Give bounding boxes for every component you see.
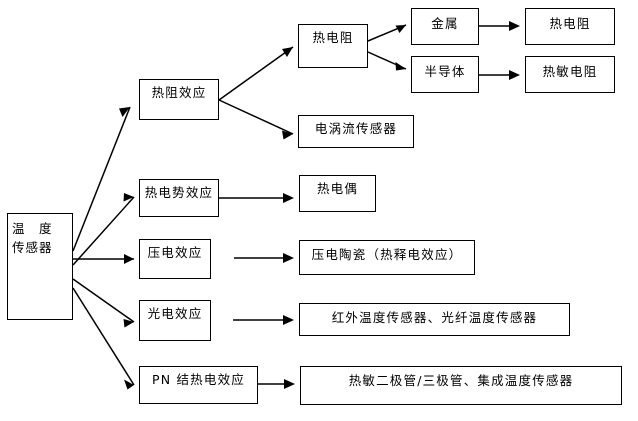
node-metal[interactable]: 金属: [411, 8, 479, 45]
edge-photoelectric-to-optical-sensors: [233, 315, 294, 325]
node-piezoelectric-effect[interactable]: 压电效应: [139, 239, 211, 279]
node-photoelectric-effect[interactable]: 光电效应: [139, 300, 211, 341]
node-label: 温 度 传感器: [12, 221, 53, 255]
node-piezo-ceramic[interactable]: 压电陶瓷（热释电效应）: [299, 240, 475, 275]
node-label: 压电效应: [147, 245, 203, 260]
node-label: 金属: [431, 16, 459, 31]
node-label: 电涡流传感器: [314, 121, 398, 136]
node-label: PN 结热电效应: [152, 372, 245, 387]
edge-thermal-resistance-to-rtd: [218, 46, 294, 101]
node-label: 热敏二极管/三极管、集成温度传感器: [348, 373, 574, 388]
edge-thermo-emf-to-thermocouple: [219, 193, 294, 203]
node-pn-thermoelectric-effect[interactable]: PN 结热电效应: [139, 366, 258, 404]
node-thermo-emf-effect[interactable]: 热电势效应: [139, 179, 219, 217]
edge-semiconductor-to-thermistor-output: [479, 70, 520, 80]
node-rtd[interactable]: 热电阻: [298, 24, 368, 68]
node-thermocouple[interactable]: 热电偶: [299, 175, 376, 212]
node-label: 热电势效应: [144, 185, 214, 200]
edge-root-to-photoelectric-effect: [72, 278, 135, 328]
node-label: 热电阻: [312, 30, 354, 45]
node-label: 压电陶瓷（热释电效应）: [311, 247, 463, 262]
edge-root-to-thermal-resistance-effect: [72, 106, 131, 252]
edge-rtd-to-metal: [367, 24, 407, 42]
node-semiconductor[interactable]: 半导体: [411, 56, 479, 93]
node-label: 热敏电阻: [542, 64, 598, 79]
node-thermistor-output[interactable]: 热敏电阻: [525, 56, 615, 93]
edge-root-to-piezoelectric-effect: [73, 254, 134, 264]
edge-rtd-to-semiconductor: [367, 51, 407, 71]
node-label: 热电偶: [316, 181, 359, 196]
node-label: 热阻效应: [151, 85, 207, 100]
node-thermal-resistance-effect[interactable]: 热阻效应: [139, 79, 219, 120]
node-optical-temperature-sensors[interactable]: 红外温度传感器、光纤温度传感器: [299, 303, 570, 336]
edge-root-to-thermo-emf-effect: [72, 193, 135, 266]
edge-pn-thermoelectric-to-pn-devices: [258, 379, 295, 389]
node-label: 光电效应: [147, 306, 203, 321]
node-label: 半导体: [424, 64, 466, 79]
node-temperature-sensor-root[interactable]: 温 度 传感器: [7, 213, 73, 320]
node-label: 红外温度传感器、光纤温度传感器: [331, 310, 538, 325]
node-eddy-current-sensor[interactable]: 电涡流传感器: [298, 115, 414, 148]
node-rtd-output[interactable]: 热电阻: [525, 8, 615, 45]
edge-metal-to-rtd-output: [479, 21, 520, 31]
edge-piezoelectric-to-piezo-ceramic: [234, 253, 294, 263]
node-pn-junction-devices[interactable]: 热敏二极管/三极管、集成温度传感器: [300, 366, 622, 405]
edge-thermal-resistance-to-eddy-current: [218, 99, 294, 140]
node-label: 热电阻: [549, 16, 591, 31]
edge-root-to-pn-thermoelectric-effect: [72, 287, 135, 390]
